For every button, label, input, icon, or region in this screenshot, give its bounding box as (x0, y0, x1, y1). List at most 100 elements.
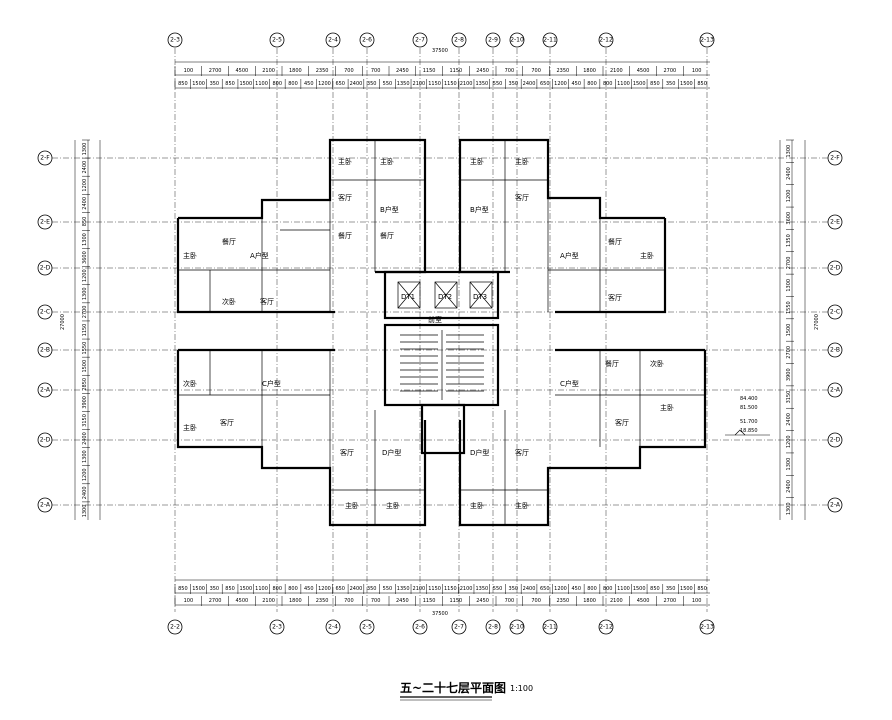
dim-left-10: 1150 (82, 324, 88, 337)
dim-top-1-19: 100 (692, 68, 702, 74)
grid-bubble-bottom-circle-6 (485, 619, 501, 635)
dim-bottom-1-33: 850 (697, 586, 707, 592)
grid-bubble-top-5: 2-8 (454, 37, 464, 44)
elevation-2: 81.500 (740, 405, 758, 411)
room-label-master-9: 主卧 (640, 251, 654, 260)
room-label-dining: 餐厅 (222, 237, 236, 246)
dim-bottom-2-7: 700 (371, 598, 381, 604)
grid-bubble-bottom-4: 2-6 (415, 624, 425, 631)
dim-bottom-1-32: 1500 (680, 586, 693, 592)
dim-bottom-1-15: 2100 (413, 586, 426, 592)
dim-top-1-9: 1150 (423, 68, 436, 74)
drawing-title: 五~二十七层平面图 (400, 680, 506, 695)
dim-top-2-5: 1100 (255, 81, 268, 87)
dim-bottom-1-4: 1500 (239, 586, 252, 592)
room-label-master: 主卧 (183, 251, 197, 260)
room-label-dining-3: 餐厅 (380, 231, 394, 240)
grid-bubble-bottom-10: 2-13 (700, 624, 714, 631)
dim-left-17: 1300 (82, 450, 88, 463)
dim-left-7: 1200 (82, 269, 88, 282)
grid-bubble-bottom-7: 2-10 (510, 624, 524, 631)
room-label-unit-a: A户型 (250, 251, 269, 260)
dim-bottom-2-0: 100 (184, 598, 194, 604)
dim-top-2-22: 2400 (523, 81, 536, 87)
dim-top-2-14: 1350 (397, 81, 410, 87)
room-label-unit-b: B户型 (380, 205, 399, 214)
grid-bubble-left-circle-4 (37, 342, 53, 358)
room-label-master-3: 主卧 (380, 157, 394, 166)
dim-right-15: 2400 (786, 480, 792, 493)
dim-bottom-1-2: 350 (210, 586, 220, 592)
grid-bubble-right-circle-4 (827, 342, 843, 358)
dim-bottom-1-25: 450 (571, 586, 581, 592)
room-label-unit-d-2: D户型 (470, 448, 489, 457)
dim-bottom-1-21: 350 (509, 586, 519, 592)
left-dimension-text: 1300240012002400850130036001200130027001… (82, 139, 90, 517)
room-label-second: 次卧 (222, 297, 236, 306)
grid-bubble-top-circle-2 (325, 32, 341, 48)
dim-left-16: 2400 (82, 432, 88, 445)
dim-top-2-3: 850 (225, 81, 235, 87)
room-label-master-12: 主卧 (515, 501, 529, 510)
grid-bubble-left-0: 2-F (40, 155, 50, 162)
grid-bubble-bottom-circle-3 (359, 619, 375, 635)
dim-top-2-4: 1500 (239, 81, 252, 87)
dim-bottom-2-4: 1800 (289, 598, 302, 604)
right-dimension-text: 1300240012003600135027001300155015002700… (786, 139, 794, 515)
room-label-living-4: 客厅 (340, 448, 354, 457)
grid-bubble-top-6: 2-9 (488, 37, 498, 44)
grid-bubble-right-6: 2-D (830, 437, 841, 444)
grid-bubble-bottom-circle-1 (269, 619, 285, 635)
grid-bubble-bottom-5: 2-7 (454, 624, 464, 631)
grid-bubble-right-5: 2-A (830, 387, 841, 394)
dim-right-4: 1350 (786, 234, 792, 247)
dim-bottom-1-26: 800 (587, 586, 597, 592)
right-dimension-lines (779, 140, 806, 520)
building-outline (176, 138, 707, 527)
dim-bottom-1-20: 550 (493, 586, 503, 592)
room-label-living-3: 客厅 (220, 418, 234, 427)
dim-top-2-31: 350 (666, 81, 676, 87)
room-label-unit-c-2: C户型 (560, 379, 579, 388)
drawing-scale: 1:100 (510, 684, 533, 693)
dim-left-12: 1500 (82, 360, 88, 373)
grid-bubble-left-circle-5 (37, 382, 53, 398)
dim-bottom-1-30: 850 (650, 586, 660, 592)
grid-bubble-left-7: 2-A (40, 502, 51, 509)
overall-width-bottom: 37500 (432, 611, 448, 617)
dim-bottom-1-7: 800 (288, 586, 298, 592)
dim-right-10: 3900 (786, 368, 792, 381)
dim-right-16: 1300 (786, 502, 792, 515)
dim-top-1-1: 2700 (209, 68, 222, 74)
elevator-label-1: DT1 (401, 293, 415, 301)
dim-right-12: 2400 (786, 413, 792, 426)
dim-bottom-2-14: 2350 (557, 598, 570, 604)
dim-left-15: 3150 (82, 414, 88, 427)
grid-bubble-bottom-circle-0 (167, 619, 183, 635)
grid-bubble-right-circle-3 (827, 304, 843, 320)
dim-bottom-1-31: 350 (666, 586, 676, 592)
dim-left-6: 3600 (82, 251, 88, 264)
dim-bottom-2-18: 2700 (664, 598, 677, 604)
grid-bubble-left-2: 2-D (40, 265, 51, 272)
dim-top-1-2: 4500 (236, 68, 249, 74)
dim-top-2-21: 350 (509, 81, 519, 87)
dim-left-19: 2400 (82, 486, 88, 499)
grid-bubble-top-8: 2-11 (543, 37, 557, 44)
room-label-master-4: 主卧 (183, 423, 197, 432)
dim-top-1-8: 2450 (396, 68, 409, 74)
dim-bottom-1-1: 1500 (192, 586, 205, 592)
grid-bubble-left-circle-0 (37, 150, 53, 166)
dim-top-2-7: 800 (288, 81, 298, 87)
dim-bottom-1-24: 1200 (554, 586, 567, 592)
grid-bubble-left-circle-7 (37, 497, 53, 513)
elevation-1: 84.400 (740, 396, 758, 402)
grid-bubble-right-circle-7 (827, 497, 843, 513)
dim-left-18: 1200 (82, 468, 88, 481)
grid-bubble-bottom-circle-8 (542, 619, 558, 635)
room-label-second-3: 次卧 (650, 359, 664, 368)
grid-bubble-right-0: 2-F (830, 155, 840, 162)
